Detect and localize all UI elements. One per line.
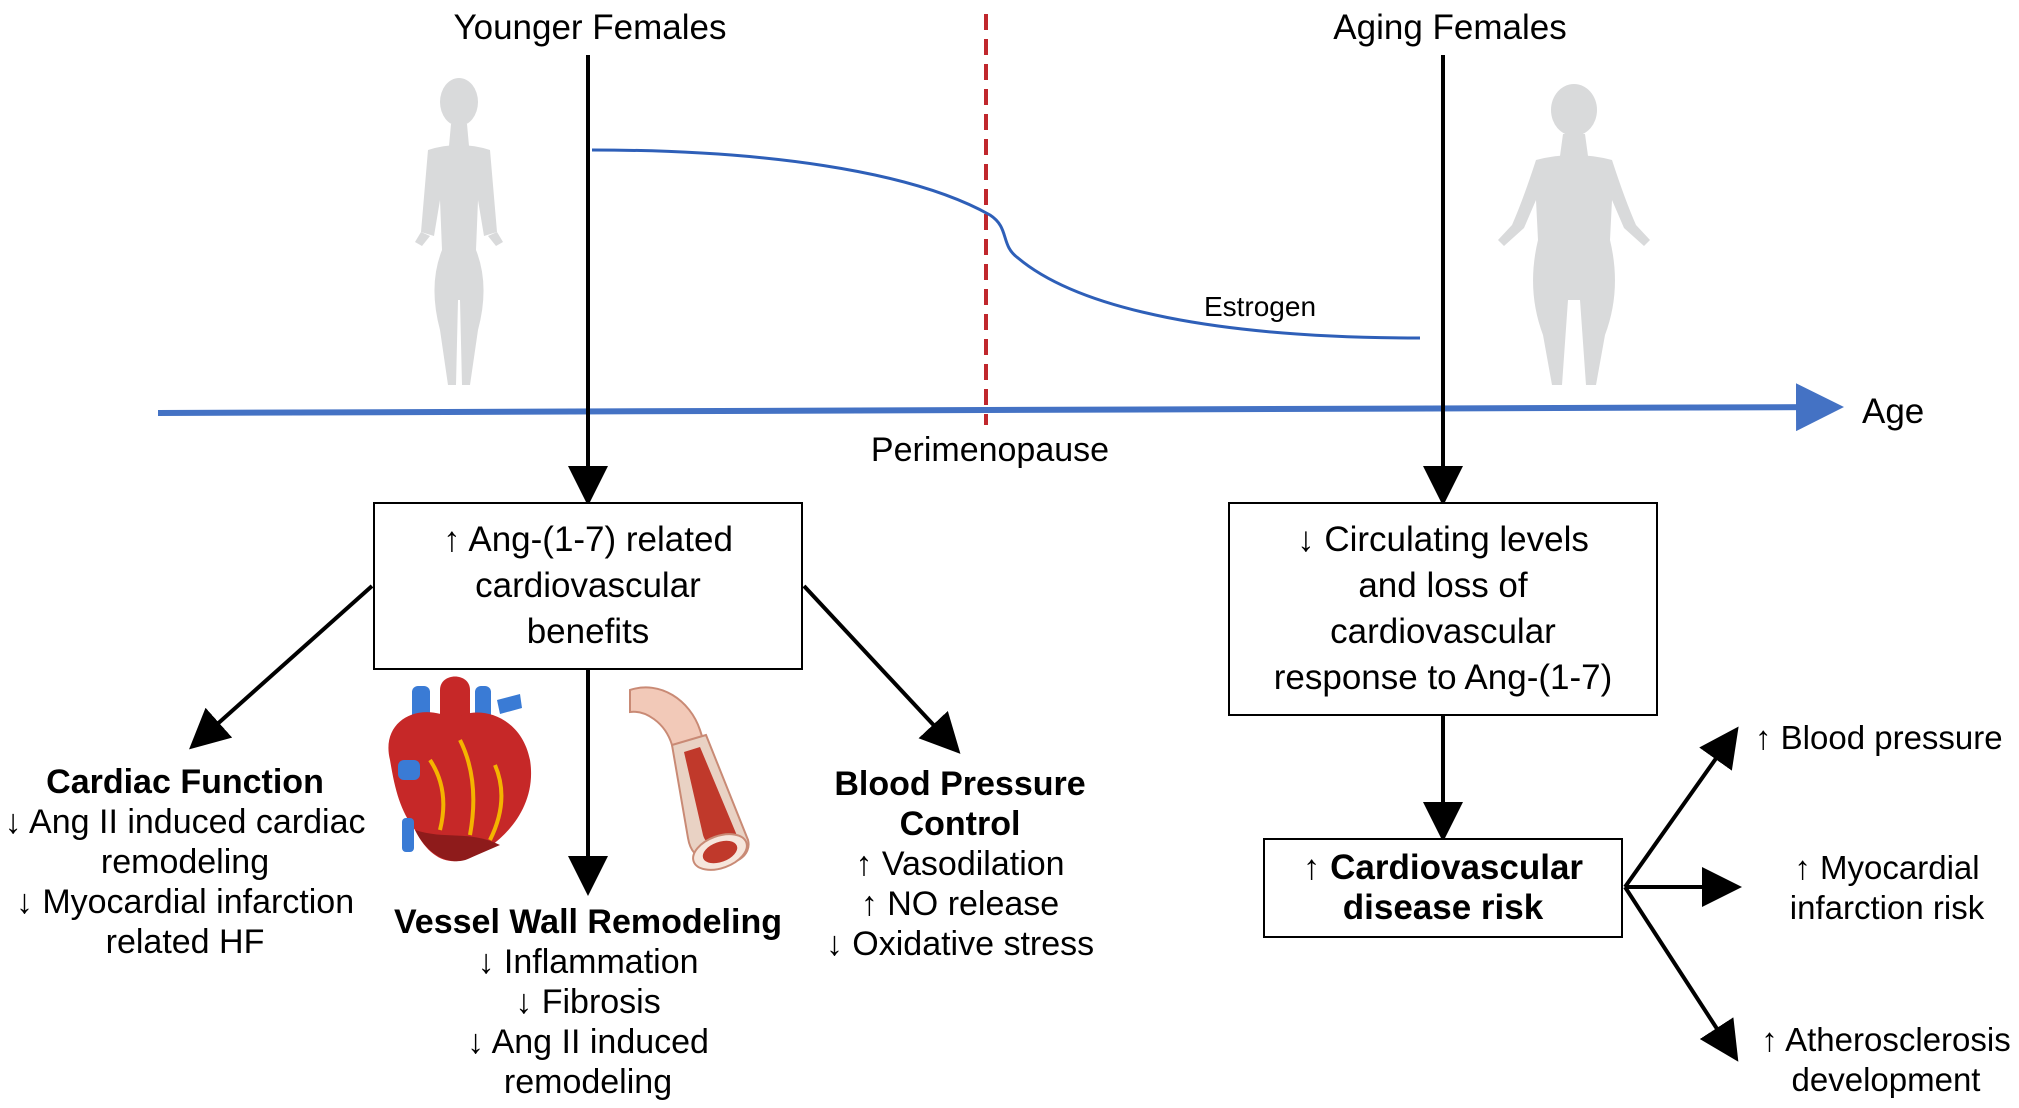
aging-female-silhouette-icon xyxy=(1498,84,1650,385)
vessel-line-2: ↓ Fibrosis xyxy=(515,983,661,1021)
vessel-wall-title: Vessel Wall Remodeling xyxy=(394,903,782,941)
risk-box-prefix: ↑ xyxy=(1302,848,1331,887)
bp-control-title-2: Control xyxy=(899,805,1021,843)
bp-control-line-1: ↑ Vasodilation xyxy=(855,845,1065,883)
outcome-mi-line-2: infarction risk xyxy=(1789,889,1985,926)
aging-box-line-2: and loss of xyxy=(1358,566,1528,605)
young-box-line-3: benefits xyxy=(526,612,650,651)
cardiac-line-3: ↓ Myocardial infarction xyxy=(15,883,355,921)
perimenopause-label: Perimenopause xyxy=(870,431,1110,469)
heart-icon xyxy=(388,676,532,862)
bp-control-block: Blood Pressure Control ↑ Vasodilation ↑ … xyxy=(815,764,1105,964)
outcome-mi-line-1: ↑ Myocardial xyxy=(1794,849,1980,886)
aging-box-line-4: response to Ang-(1-7) xyxy=(1273,658,1613,697)
young-benefits-box: ↑ Ang-(1-7) related cardiovascular benef… xyxy=(373,502,803,670)
outcome-blood-pressure: ↑ Blood pressure xyxy=(1755,719,2003,756)
young-box-line-1: ↑ Ang-(1-7) related xyxy=(443,520,733,559)
cardiac-line-4: related HF xyxy=(105,923,265,961)
risk-box-line-2: disease risk xyxy=(1342,888,1544,927)
young-female-silhouette-icon xyxy=(415,78,503,385)
vessel-line-4: remodeling xyxy=(503,1063,673,1101)
younger-females-title: Younger Females xyxy=(453,8,727,47)
outcome-mi-risk: ↑ Myocardial infarction risk xyxy=(1762,848,2012,928)
aging-box-line-1: ↓ Circulating levels xyxy=(1297,520,1589,559)
bp-control-line-3: ↓ Oxidative stress xyxy=(825,925,1095,963)
age-axis-line xyxy=(157,383,1844,432)
young-box-line-2: cardiovascular xyxy=(475,566,701,605)
bp-control-title-1: Blood Pressure xyxy=(834,765,1086,803)
vessel-wall-block: Vessel Wall Remodeling ↓ Inflammation ↓ … xyxy=(378,902,798,1102)
cardiovascular-risk-box: ↑ Cardiovascular disease risk xyxy=(1263,838,1623,938)
vessel-line-3: ↓ Ang II induced xyxy=(467,1023,709,1061)
age-axis-label: Age xyxy=(1862,392,1925,431)
risk-box-line-1: Cardiovascular xyxy=(1330,848,1584,887)
outcome-athero-line-1: ↑ Atherosclerosis xyxy=(1761,1021,2011,1058)
estrogen-label: Estrogen xyxy=(1203,291,1317,322)
blood-vessel-icon xyxy=(629,686,750,871)
arrow-to-atherosclerosis xyxy=(1623,885,1739,1062)
aging-box-line-3: cardiovascular xyxy=(1330,612,1556,651)
cardiac-line-1: ↓ Ang II induced cardiac xyxy=(4,803,366,841)
arrow-to-bp-control xyxy=(802,584,961,754)
aging-response-box: ↓ Circulating levels and loss of cardiov… xyxy=(1228,502,1658,716)
estrogen-curve xyxy=(591,148,1421,340)
arrow-to-cardiac xyxy=(189,584,374,750)
vessel-line-1: ↓ Inflammation xyxy=(477,943,699,981)
outcome-atherosclerosis: ↑ Atherosclerosis development xyxy=(1755,1020,2017,1100)
outcome-athero-line-2: development xyxy=(1791,1061,1981,1098)
aging-females-title: Aging Females xyxy=(1333,8,1567,47)
cardiac-function-title: Cardiac Function xyxy=(46,763,324,801)
bp-control-line-2: ↑ NO release xyxy=(860,885,1060,923)
cardiac-line-2: remodeling xyxy=(100,843,270,881)
arrow-to-blood-pressure xyxy=(1623,726,1739,889)
cardiac-function-block: Cardiac Function ↓ Ang II induced cardia… xyxy=(0,762,370,962)
